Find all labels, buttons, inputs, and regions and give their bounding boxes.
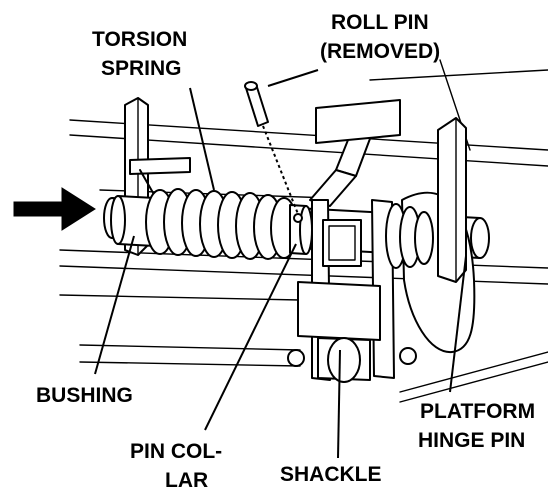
label-roll-pin-line2: (REMOVED): [320, 40, 440, 63]
roll-pin-part: [244, 81, 269, 127]
label-bushing: BUSHING: [36, 384, 133, 407]
label-platform-hinge-pin-line2: HINGE PIN: [418, 429, 525, 452]
direction-arrow: [13, 187, 96, 231]
label-platform-hinge-pin-line1: PLATFORM: [420, 400, 535, 423]
label-shackle: SHACKLE: [280, 463, 382, 486]
leader-bushing: [94, 235, 135, 375]
pin-collar-part: [289, 204, 313, 255]
leader-roll-pin: [267, 69, 319, 87]
leader-pin-collar: [204, 243, 297, 431]
leader-platform-hinge-pin: [449, 255, 467, 393]
label-torsion-spring-line1: TORSION: [92, 28, 187, 51]
right-bracket-plate: [437, 117, 467, 283]
torsion-spring-coils: [145, 188, 298, 260]
label-pin-collar-line1: PIN COL-: [130, 440, 222, 463]
shackle-part: [287, 281, 417, 383]
hinge-washers: [385, 203, 434, 269]
roll-pin-dashed-path: [262, 125, 299, 215]
label-roll-pin-line1: ROLL PIN: [331, 11, 429, 34]
label-pin-collar-line2: LAR: [165, 469, 208, 492]
label-torsion-spring-line2: SPRING: [101, 57, 182, 80]
leader-torsion-spring: [189, 87, 215, 191]
leader-shackle: [337, 349, 341, 459]
stop-block: [129, 157, 191, 206]
